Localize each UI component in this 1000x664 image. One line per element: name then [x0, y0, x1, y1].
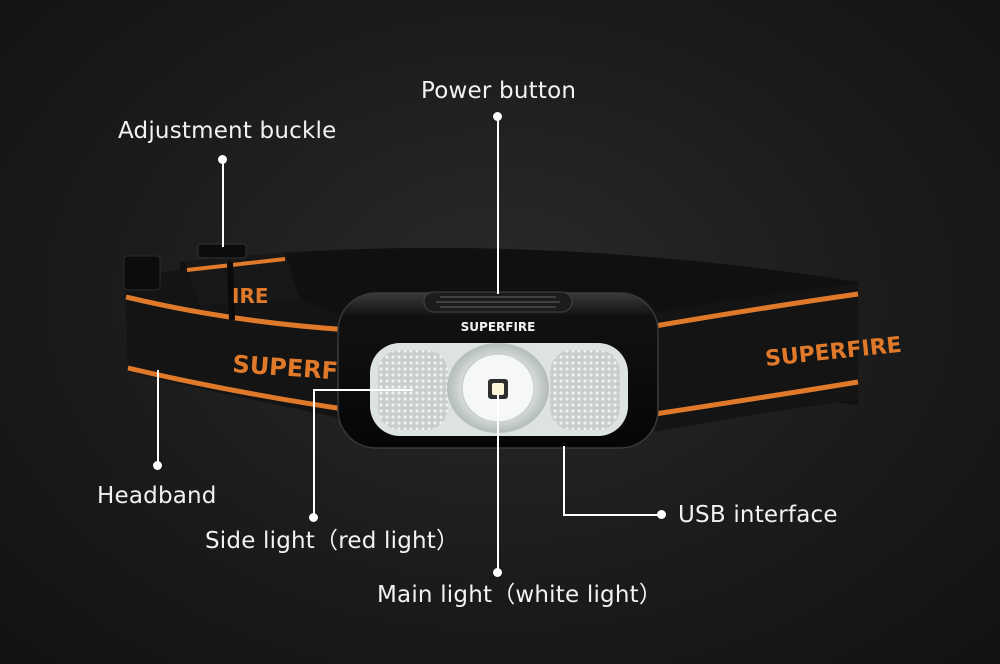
headband-right: [654, 284, 859, 432]
lamp-body: SUPERFIRE: [337, 291, 659, 449]
side-light-left: [378, 350, 448, 430]
main-led: [492, 383, 504, 395]
callout-dot-usb-interface: [657, 510, 666, 519]
label-adjustment-buckle: Adjustment buckle: [118, 118, 337, 144]
leader-headband: [157, 370, 159, 462]
leader-power-button: [497, 116, 499, 294]
leader-usb-interface-vertical: [563, 446, 565, 515]
callout-dot-side-light: [309, 513, 318, 522]
label-power-button: Power button: [421, 78, 577, 104]
label-main-light: Main light（white light）: [377, 582, 663, 608]
body-brand: SUPERFIRE: [461, 320, 536, 334]
leader-adjustment-buckle: [222, 159, 224, 247]
side-light-right: [550, 350, 620, 430]
leader-side-light-vertical: [313, 389, 315, 515]
label-headband: Headband: [97, 483, 217, 509]
leader-usb-interface-horizontal: [563, 514, 659, 516]
power-button-grip: [436, 296, 560, 308]
band-brand-buckle: IRE: [232, 284, 269, 308]
label-side-light: Side light（red light）: [205, 528, 460, 554]
callout-dot-headband: [153, 461, 162, 470]
label-usb-interface: USB interface: [678, 502, 838, 528]
leader-side-light-horizontal: [313, 389, 413, 391]
headband-left: [125, 268, 351, 420]
callout-dot-main-light: [493, 568, 502, 577]
leader-main-light: [497, 393, 499, 570]
